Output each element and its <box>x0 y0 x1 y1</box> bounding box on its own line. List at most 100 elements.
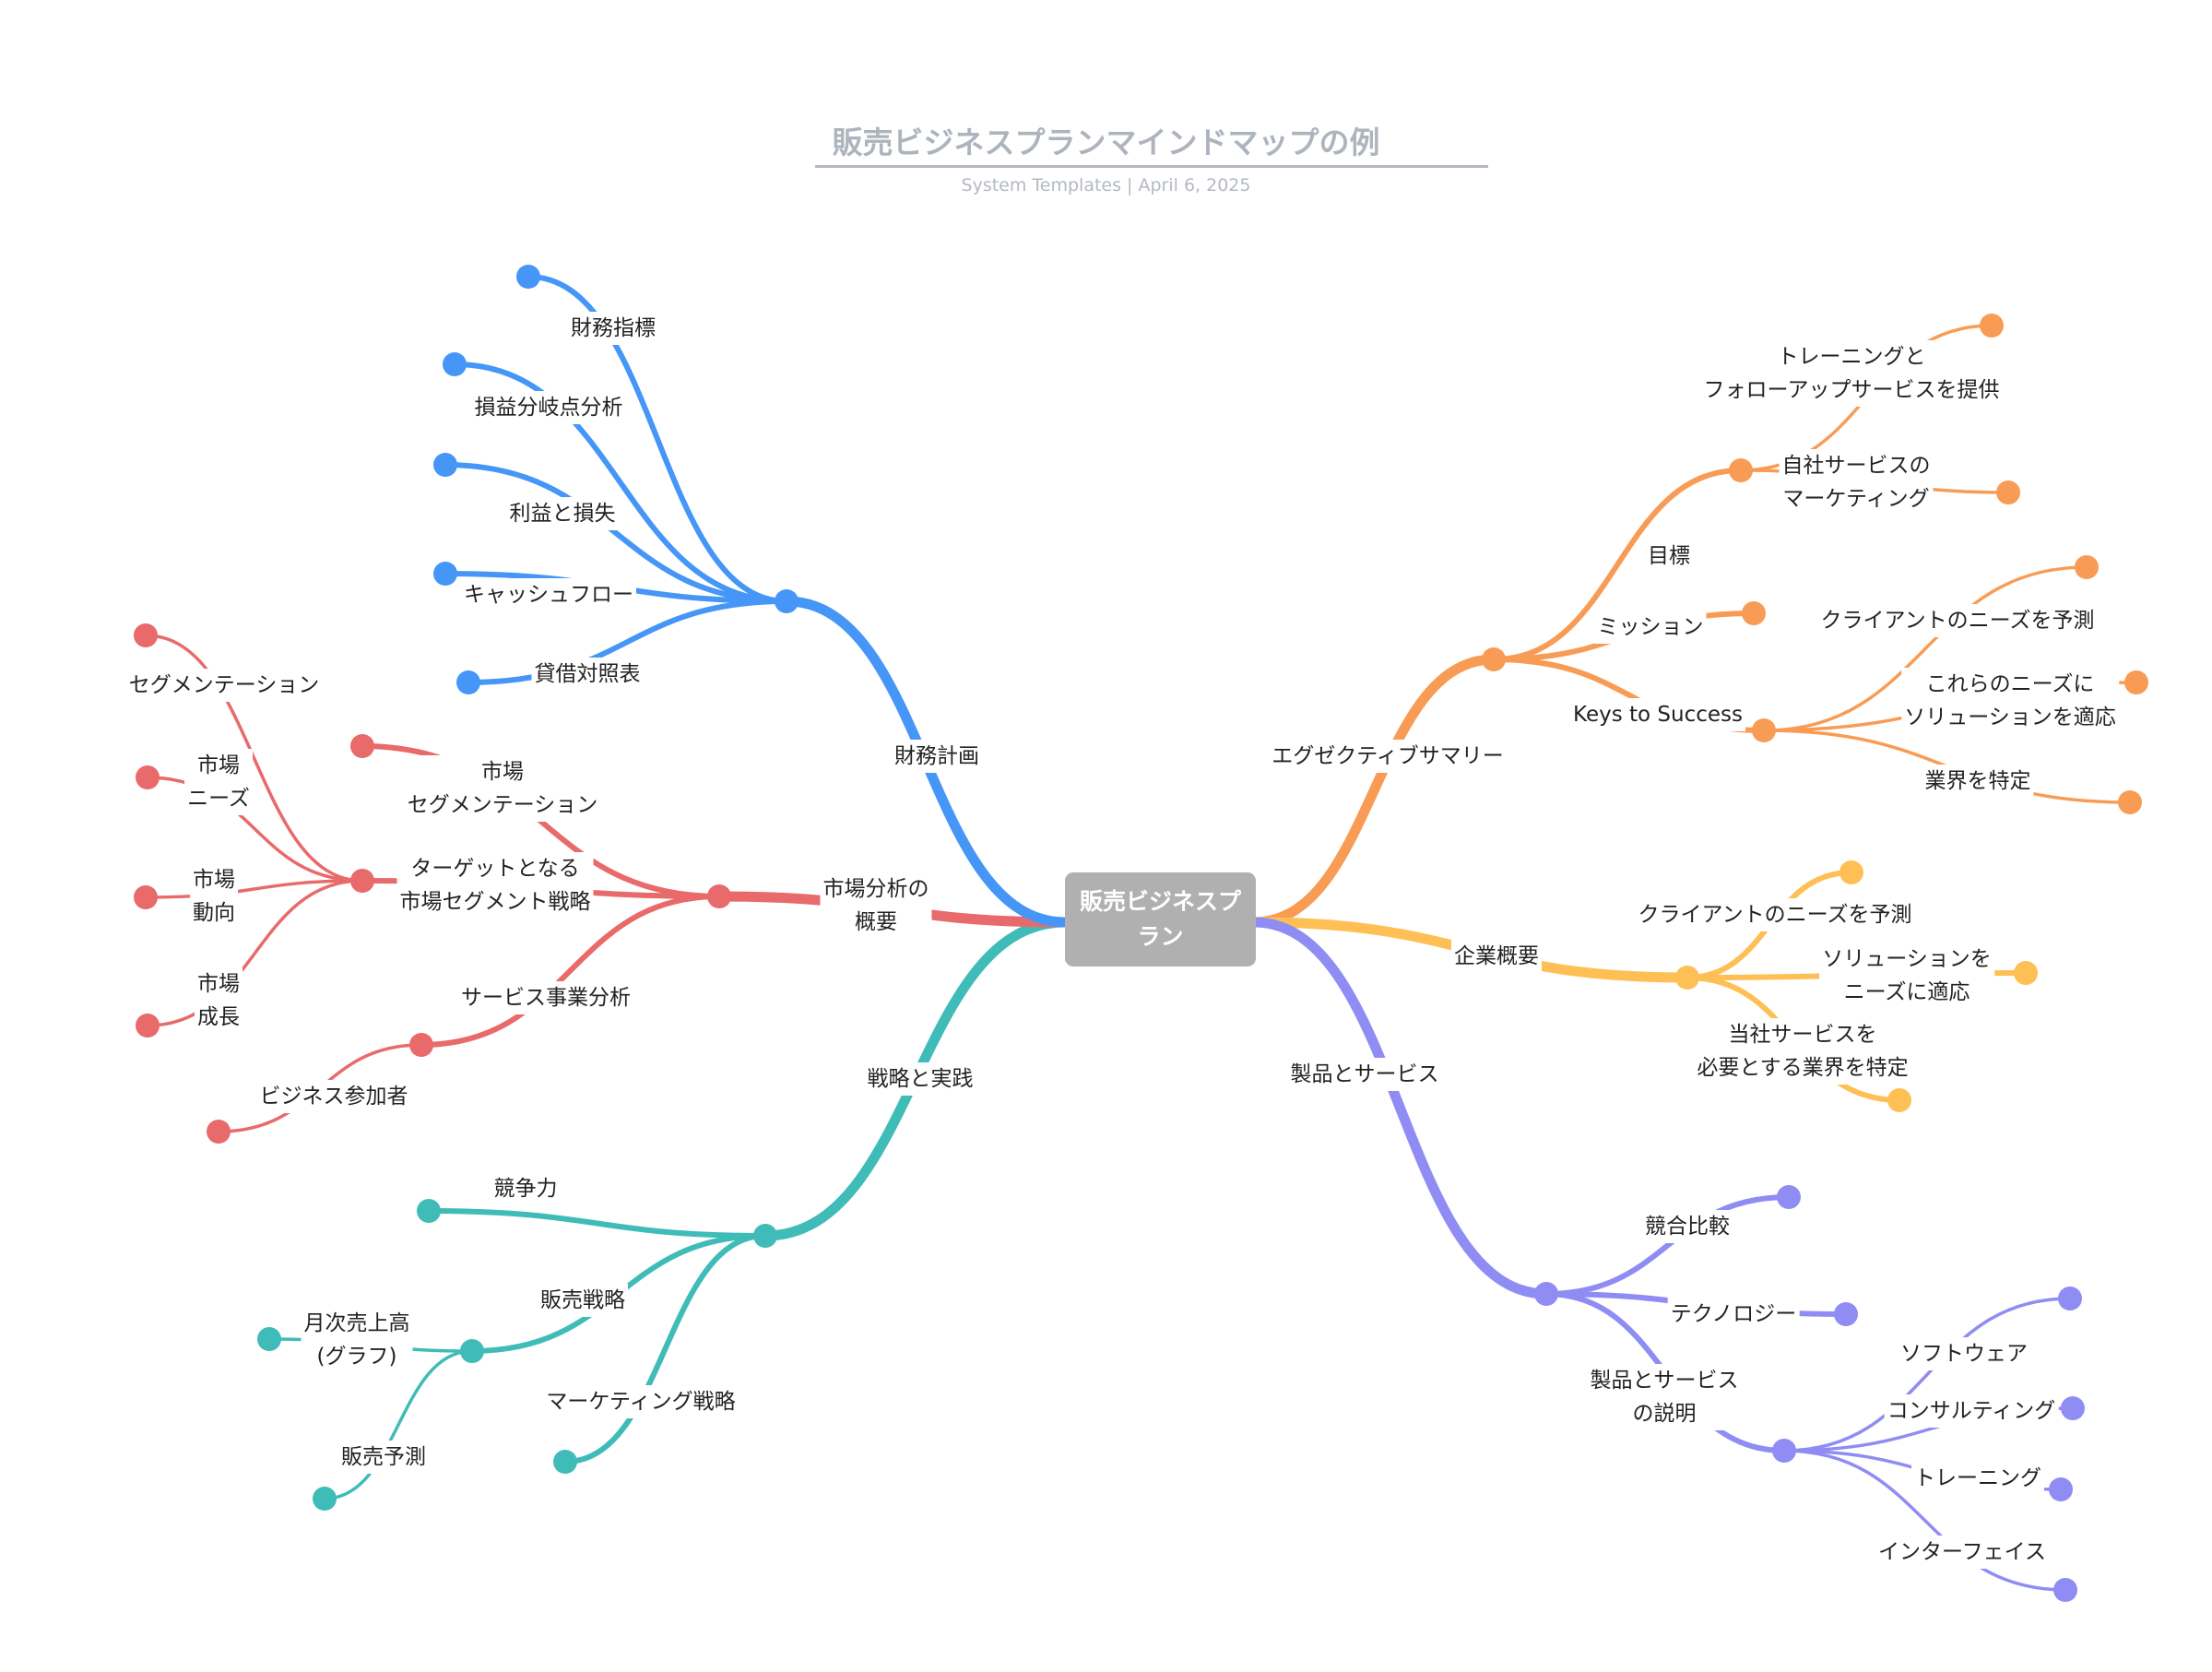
branch-node-finance[interactable] <box>775 589 798 613</box>
edge-balance-sheet <box>466 599 789 685</box>
label-sales-strategy[interactable]: 販売戦略 <box>538 1284 628 1317</box>
label-technology[interactable]: テクノロジー <box>1667 1298 1800 1331</box>
page-subtitle: System Templates | April 6, 2025 <box>961 175 1251 196</box>
label-mission[interactable]: ミッション <box>1594 611 1707 644</box>
label-sales-forecast[interactable]: 販売予測 <box>338 1441 429 1474</box>
leaf-dot-industry-need[interactable] <box>1887 1088 1911 1112</box>
label-participants[interactable]: ビジネス参加者 <box>256 1080 411 1113</box>
node-description[interactable] <box>1772 1439 1796 1463</box>
branch-label-company[interactable]: 企業概要 <box>1451 940 1542 973</box>
node-mission[interactable] <box>1742 601 1766 625</box>
edge-market-growth <box>146 879 364 1027</box>
edge-comparison <box>1544 1194 1792 1297</box>
leaf-dot-indicators[interactable] <box>516 265 540 289</box>
label-profit-loss[interactable]: 利益と損失 <box>506 497 619 530</box>
label-predict-needs-2[interactable]: クライアントのニーズを予測 <box>1635 898 1915 931</box>
leaf-dot-competitiveness[interactable] <box>417 1199 441 1223</box>
leaf-dot-marketing-strategy[interactable] <box>553 1450 577 1474</box>
label-indicators[interactable]: 財務指標 <box>568 312 658 345</box>
label-software[interactable]: ソフトウェア <box>1898 1337 2030 1370</box>
leaf-dot-balance-sheet[interactable] <box>456 670 480 694</box>
label-market-segmentation[interactable]: 市場セグメンテーション <box>404 755 601 822</box>
label-break-even[interactable]: 損益分岐点分析 <box>471 391 626 424</box>
edge-market-trends <box>144 879 364 899</box>
label-training[interactable]: トレーニング <box>1911 1462 2044 1495</box>
node-sales-strategy[interactable] <box>460 1339 484 1363</box>
label-market-needs[interactable]: 市場ニーズ <box>184 749 253 815</box>
label-own-marketing[interactable]: 自社サービスのマーケティング <box>1779 449 1934 516</box>
leaf-dot-monthly-sales[interactable] <box>257 1327 281 1351</box>
label-balance-sheet[interactable]: 貸借対照表 <box>531 658 644 691</box>
leaf-dot-market-segmentation[interactable] <box>350 734 374 758</box>
label-industry-need[interactable]: 当社サービスを必要とする業界を特定 <box>1694 1018 1911 1085</box>
label-segmentation[interactable]: セグメンテーション <box>125 669 323 702</box>
edge-interface <box>1782 1449 2067 1592</box>
leaf-dot-solution-fit[interactable] <box>2014 961 2038 985</box>
root-node[interactable]: 販売ビジネスプラン <box>1065 872 1256 966</box>
label-training-followup[interactable]: トレーニングとフォローアップサービスを提供 <box>1700 340 2003 407</box>
node-target-segment[interactable] <box>350 869 374 893</box>
node-keys[interactable] <box>1752 718 1776 742</box>
branch-node-summary[interactable] <box>1482 647 1506 671</box>
leaf-dot-predict-needs-1[interactable] <box>2075 555 2099 579</box>
leaf-dot-cash-flow[interactable] <box>433 562 457 586</box>
label-target-segment[interactable]: ターゲットとなる市場セグメント戦略 <box>396 852 594 919</box>
branch-node-strategy[interactable] <box>753 1224 777 1248</box>
leaf-dot-segmentation[interactable] <box>134 623 158 647</box>
leaf-dot-break-even[interactable] <box>443 352 467 376</box>
leaf-dot-technology[interactable] <box>1834 1302 1858 1326</box>
label-adapt-solutions[interactable]: これらのニーズにソリューションを適応 <box>1901 668 2119 734</box>
label-interface[interactable]: インターフェイス <box>1875 1536 2049 1569</box>
leaf-dot-comparison[interactable] <box>1777 1185 1801 1209</box>
leaf-dot-consulting[interactable] <box>2061 1396 2085 1420</box>
branch-edge-summary <box>1248 654 1499 928</box>
leaf-dot-interface[interactable] <box>2053 1578 2077 1602</box>
node-goals[interactable] <box>1729 458 1753 482</box>
label-market-growth[interactable]: 市場成長 <box>195 967 242 1034</box>
edge-competitiveness <box>426 1208 768 1239</box>
label-marketing-strategy[interactable]: マーケティング戦略 <box>543 1385 739 1418</box>
leaf-dot-participants[interactable] <box>207 1120 231 1144</box>
label-goals[interactable]: 目標 <box>1645 540 1693 573</box>
label-predict-needs-1[interactable]: クライアントのニーズを予測 <box>1817 604 2098 637</box>
label-keys[interactable]: Keys to Success <box>1570 698 1745 731</box>
edge-indicators <box>526 274 789 604</box>
label-competitiveness[interactable]: 競争力 <box>491 1172 561 1205</box>
leaf-dot-own-marketing[interactable] <box>1996 480 2020 504</box>
branch-label-products[interactable]: 製品とサービス <box>1287 1058 1442 1091</box>
branch-node-products[interactable] <box>1534 1282 1558 1306</box>
branch-label-finance[interactable]: 財務計画 <box>892 740 982 773</box>
label-description[interactable]: 製品とサービスの説明 <box>1587 1364 1742 1430</box>
branch-label-strategy[interactable]: 戦略と実践 <box>864 1062 976 1096</box>
edge-service-analysis <box>419 894 722 1048</box>
edge-sales-forecast <box>323 1349 474 1500</box>
leaf-dot-predict-needs-2[interactable] <box>1839 860 1863 884</box>
leaf-dot-training[interactable] <box>2049 1477 2073 1501</box>
leaf-dot-market-trends[interactable] <box>134 885 158 909</box>
label-market-trends[interactable]: 市場動向 <box>190 863 238 930</box>
branch-label-summary[interactable]: エグゼクティブサマリー <box>1269 740 1507 773</box>
leaf-dot-market-needs[interactable] <box>136 765 160 789</box>
leaf-dot-profit-loss[interactable] <box>433 453 457 477</box>
leaf-dot-market-growth[interactable] <box>136 1014 160 1038</box>
leaf-dot-training-followup[interactable] <box>1980 314 2004 338</box>
leaf-dot-identify-industry[interactable] <box>2118 790 2142 814</box>
label-comparison[interactable]: 競合比較 <box>1642 1210 1733 1243</box>
branch-node-market[interactable] <box>707 884 731 908</box>
leaf-dot-sales-forecast[interactable] <box>313 1487 337 1511</box>
edge-predict-needs-1 <box>1762 565 2088 732</box>
label-solution-fit[interactable]: ソリューションをニーズに適応 <box>1819 943 1994 1009</box>
label-cash-flow[interactable]: キャッシュフロー <box>461 578 636 611</box>
branch-node-company[interactable] <box>1675 966 1699 990</box>
node-service-analysis[interactable] <box>409 1033 433 1057</box>
edge-goals <box>1491 468 1744 662</box>
branch-label-market[interactable]: 市場分析の概要 <box>820 872 932 939</box>
label-consulting[interactable]: コンサルティング <box>1884 1394 2059 1428</box>
label-monthly-sales[interactable]: 月次売上高(グラフ) <box>301 1307 413 1373</box>
label-service-analysis[interactable]: サービス事業分析 <box>458 981 633 1014</box>
edge-marketing-strategy <box>562 1233 768 1464</box>
leaf-dot-adapt-solutions[interactable] <box>2124 670 2148 694</box>
label-identify-industry[interactable]: 業界を特定 <box>1922 765 2034 798</box>
leaf-dot-software[interactable] <box>2058 1287 2082 1310</box>
